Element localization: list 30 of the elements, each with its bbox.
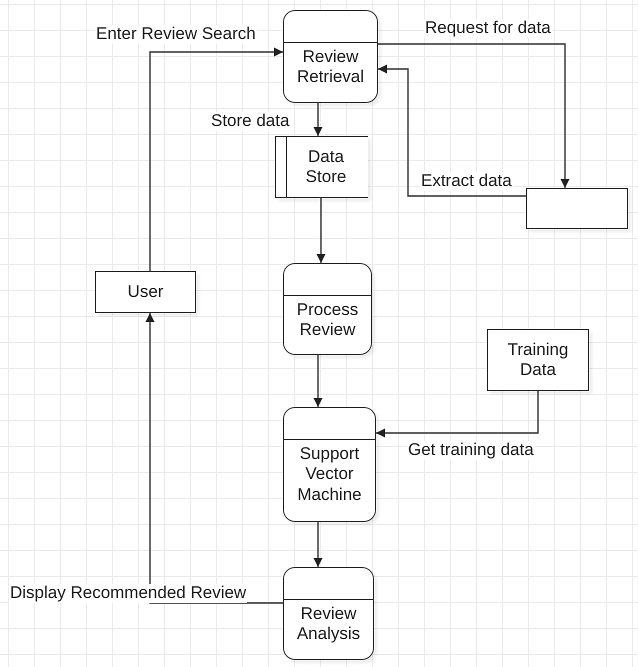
arrow: [314, 355, 322, 407]
arrow: [146, 313, 283, 604]
arrow: [378, 43, 570, 188]
edge-label: Request for data: [424, 19, 552, 38]
node-label: Review Retrieval: [296, 47, 366, 88]
entity-box: [95, 271, 196, 313]
arrow: [376, 391, 539, 438]
edge-label: Enter Review Search: [95, 25, 257, 44]
node-label: Training Data: [506, 340, 570, 380]
node-label: Review Analysis: [296, 604, 362, 645]
entity-box: [487, 329, 589, 391]
edge-label: Extract data: [420, 172, 513, 191]
node-label: Support Vector Machine: [296, 444, 363, 506]
edge-label: Store data: [210, 112, 290, 131]
process-box: [283, 567, 374, 660]
edge-label: Get training data: [407, 441, 535, 460]
process-box: [283, 10, 378, 103]
process-box: [283, 407, 376, 522]
entity-box: [526, 188, 628, 229]
arrow: [378, 64, 526, 197]
node-label: Process Review: [296, 300, 360, 341]
node-label: User: [128, 282, 164, 302]
node-label: Data Store: [304, 146, 348, 188]
arrow: [314, 103, 322, 136]
process-box: [283, 263, 372, 355]
arrow: [314, 522, 322, 567]
arrow: [149, 48, 283, 271]
edge-label: Display Recommended Review: [9, 584, 248, 603]
arrow: [316, 198, 326, 263]
data-store: [275, 136, 368, 198]
